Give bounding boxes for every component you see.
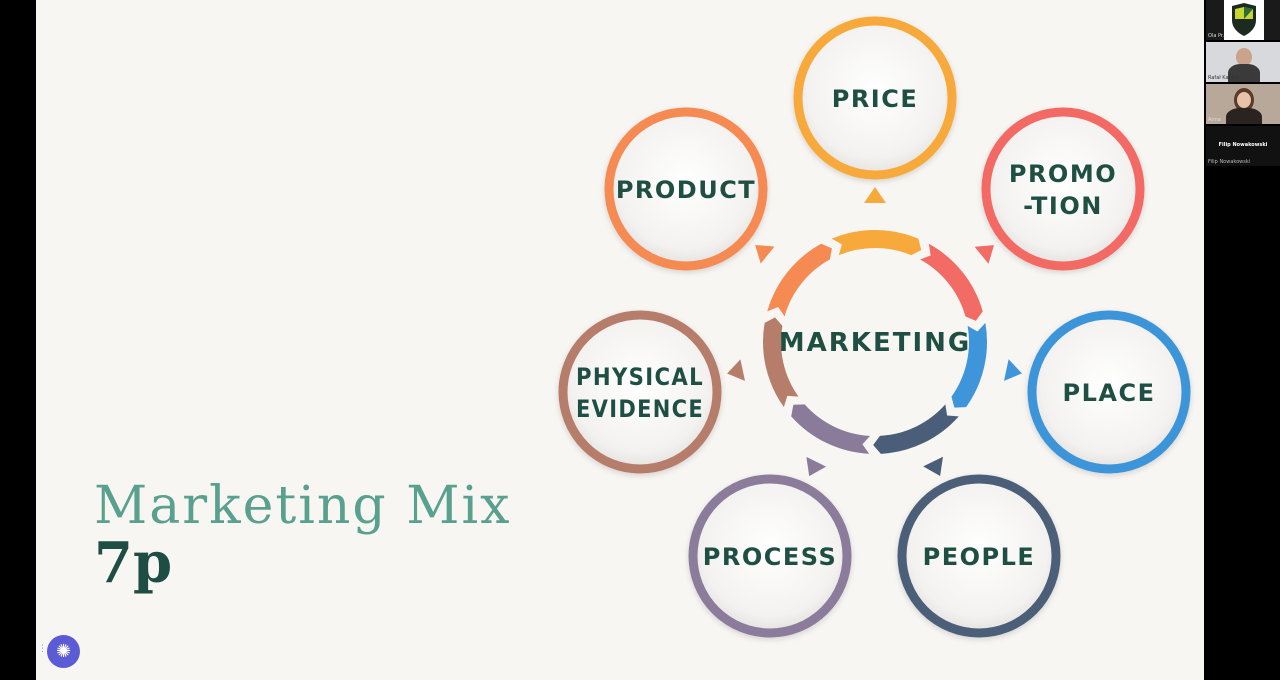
element-label: -TION bbox=[1023, 192, 1103, 220]
slide-subtitle: 7p bbox=[94, 530, 173, 596]
element-ring bbox=[604, 107, 768, 271]
element-label: EVIDENCE bbox=[576, 395, 704, 423]
participant-body bbox=[1226, 108, 1262, 124]
presentation-slide: PRICE PROMO -TION PLACE PEOPLE PROCESS PHYSICA… bbox=[36, 0, 1244, 680]
participant-name: Anna bbox=[1208, 117, 1221, 123]
participants-panel: Ola Pr... Rafał Kadłub Anna Filip Nowako… bbox=[1204, 0, 1280, 680]
participant-tile[interactable]: Ola Pr... bbox=[1206, 0, 1280, 40]
center-ring bbox=[763, 230, 987, 454]
participant-name: Filip Nowakowski bbox=[1208, 159, 1251, 165]
ring-segment bbox=[920, 243, 983, 321]
element-label: PROMO bbox=[1009, 160, 1117, 188]
participant-avatar bbox=[1236, 48, 1252, 66]
sparkle-icon: ✺ bbox=[55, 641, 72, 662]
drag-handle-icon[interactable]: ⋮⋮ bbox=[38, 645, 56, 658]
element-ring bbox=[897, 474, 1061, 638]
arrow-marker bbox=[923, 456, 943, 476]
ring-segment bbox=[791, 404, 871, 454]
ring-segment bbox=[767, 243, 832, 317]
element-ring bbox=[558, 310, 722, 474]
participant-avatar bbox=[1237, 92, 1251, 108]
element-label: PRODUCT bbox=[616, 176, 756, 204]
participant-name: Ola Pr... bbox=[1208, 33, 1228, 39]
center-label: MARKETING bbox=[779, 328, 971, 358]
element-ring bbox=[793, 16, 957, 180]
element-circle: PRODUCT bbox=[604, 107, 768, 271]
participant-tile[interactable]: Rafał Kadłub bbox=[1206, 42, 1280, 82]
arrow-marker bbox=[1004, 359, 1022, 381]
arrow-marker bbox=[974, 245, 994, 264]
element-circle: PRICE bbox=[793, 16, 957, 180]
ring-segment bbox=[763, 317, 799, 408]
element-label: PEOPLE bbox=[923, 543, 1036, 571]
ring-segment bbox=[831, 230, 922, 256]
arrow-marker bbox=[727, 359, 745, 381]
element-circle: PEOPLE bbox=[897, 474, 1061, 638]
element-ring bbox=[981, 107, 1145, 271]
element-label: PHYSICAL bbox=[576, 363, 704, 391]
participant-tile[interactable]: Anna bbox=[1206, 84, 1280, 124]
participant-display-name: Filip Nowakowski bbox=[1218, 142, 1268, 148]
element-ring bbox=[1027, 310, 1191, 474]
ring-segment bbox=[951, 322, 987, 408]
element-circle: PROMO -TION bbox=[981, 107, 1145, 271]
participant-name: Rafał Kadłub bbox=[1208, 75, 1240, 81]
element-label: PROCESS bbox=[703, 543, 837, 571]
participant-body bbox=[1228, 64, 1260, 82]
arrow-marker bbox=[806, 456, 827, 477]
ring-segment bbox=[873, 404, 959, 454]
element-circle: PHYSICAL EVIDENCE bbox=[558, 310, 722, 474]
participant-tile[interactable]: Filip Nowakowski Filip Nowakowski bbox=[1206, 126, 1280, 166]
element-circle: PLACE bbox=[1027, 310, 1191, 474]
marketing-mix-diagram: PRICE PROMO -TION PLACE PEOPLE PROCESS PHYSICA… bbox=[558, 16, 1191, 638]
ring-arrows bbox=[727, 187, 1022, 477]
element-circle: PROCESS bbox=[688, 474, 852, 638]
arrow-marker bbox=[864, 187, 886, 203]
shield-logo-icon bbox=[1224, 0, 1264, 40]
arrow-marker bbox=[755, 244, 775, 264]
slide-title: Marketing Mix bbox=[94, 476, 512, 536]
element-label: PLACE bbox=[1063, 379, 1156, 407]
assistant-button[interactable]: ✺ bbox=[47, 635, 80, 668]
element-ring bbox=[688, 474, 852, 638]
element-label: PRICE bbox=[832, 85, 919, 113]
